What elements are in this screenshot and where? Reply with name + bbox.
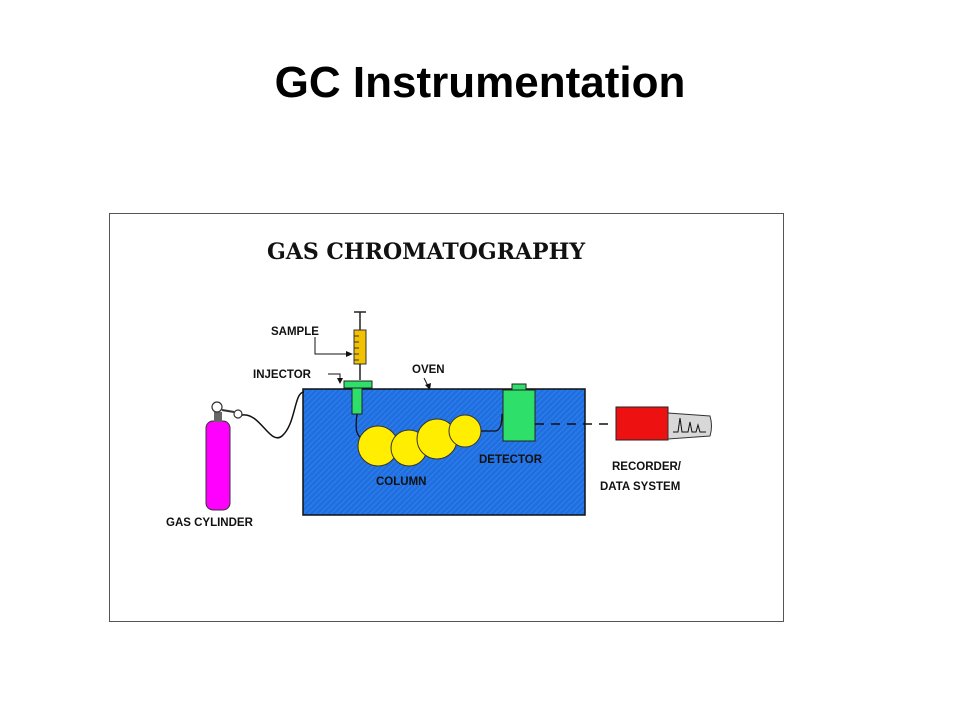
page-title: GC Instrumentation	[274, 58, 686, 107]
regulator-gauge-icon	[233, 409, 243, 419]
detector	[502, 383, 536, 442]
carrier-gas-line	[241, 391, 305, 439]
gas-cylinder	[205, 401, 243, 511]
column-label: COLUMN	[376, 476, 426, 488]
gas-cylinder-label: GAS CYLINDER	[166, 517, 254, 529]
column-coils	[357, 414, 482, 467]
annotation-leaders	[314, 337, 431, 390]
sample-label: SAMPLE	[271, 326, 319, 338]
gc-diagram: GAS CHROMATOGRAPHY	[166, 239, 712, 529]
column-outlet-tube	[481, 413, 503, 432]
oven-label: OVEN	[412, 364, 445, 376]
syringe	[353, 311, 367, 380]
chromatogram-trace-icon	[673, 417, 706, 433]
recorder	[615, 406, 712, 441]
injector-label: INJECTOR	[253, 369, 312, 381]
diagram-title: GAS CHROMATOGRAPHY	[267, 239, 585, 265]
pressure-gauge-icon	[211, 401, 223, 413]
detector-label: DETECTOR	[479, 454, 543, 466]
diagram-frame: GAS CHROMATOGRAPHY	[109, 213, 784, 622]
recorder-label-line1: RECORDER/	[612, 461, 682, 473]
recorder-label-line2: DATA SYSTEM	[600, 481, 680, 493]
